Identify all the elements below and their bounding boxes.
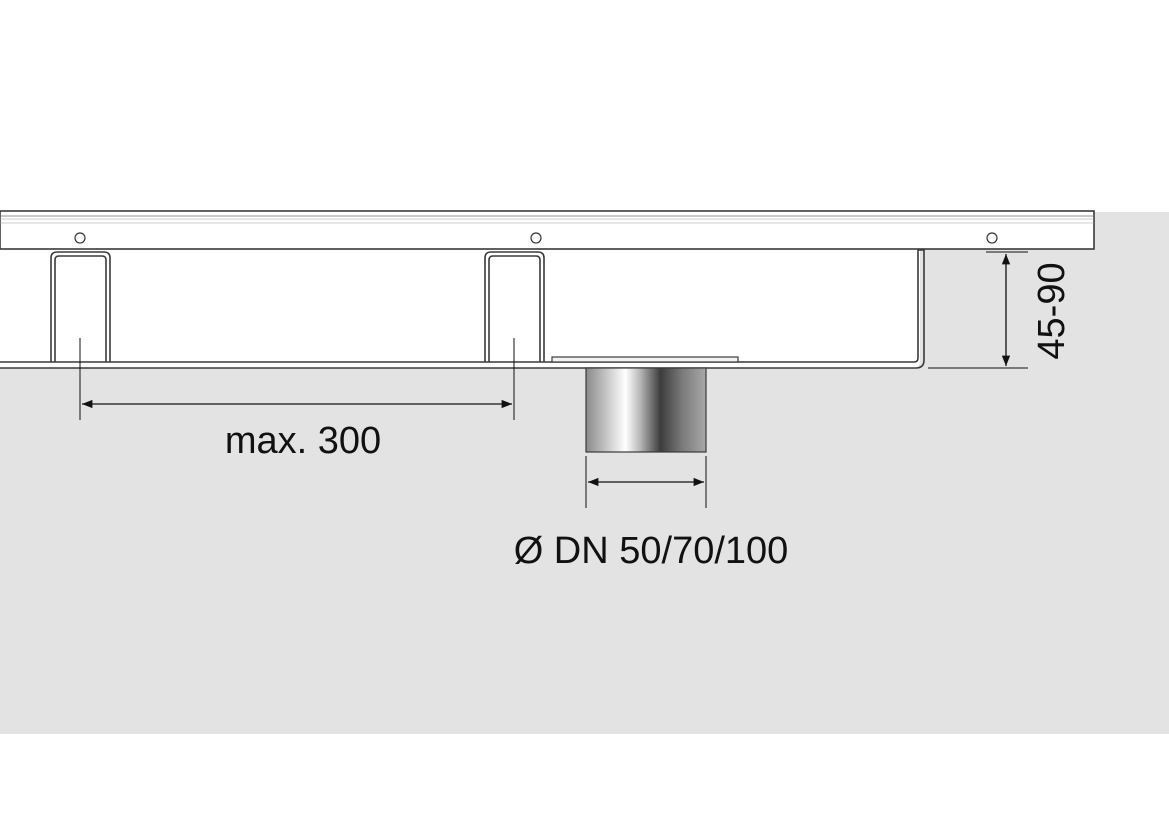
grate-cover [0,210,1095,250]
spacing-label: max. 300 [225,420,381,462]
channel-body [0,248,920,368]
fixing-hole [530,232,542,244]
outlet-diameter-label: Ø DN 50/70/100 [514,530,789,572]
support-bracket [484,251,545,362]
outlet-flange [551,356,739,363]
fixing-hole [986,232,998,244]
channel-outline [0,249,925,369]
support-bracket [50,251,111,362]
outlet-pipe [585,367,707,453]
height-range-label: 45-90 [1031,262,1073,359]
fixing-hole [74,232,86,244]
